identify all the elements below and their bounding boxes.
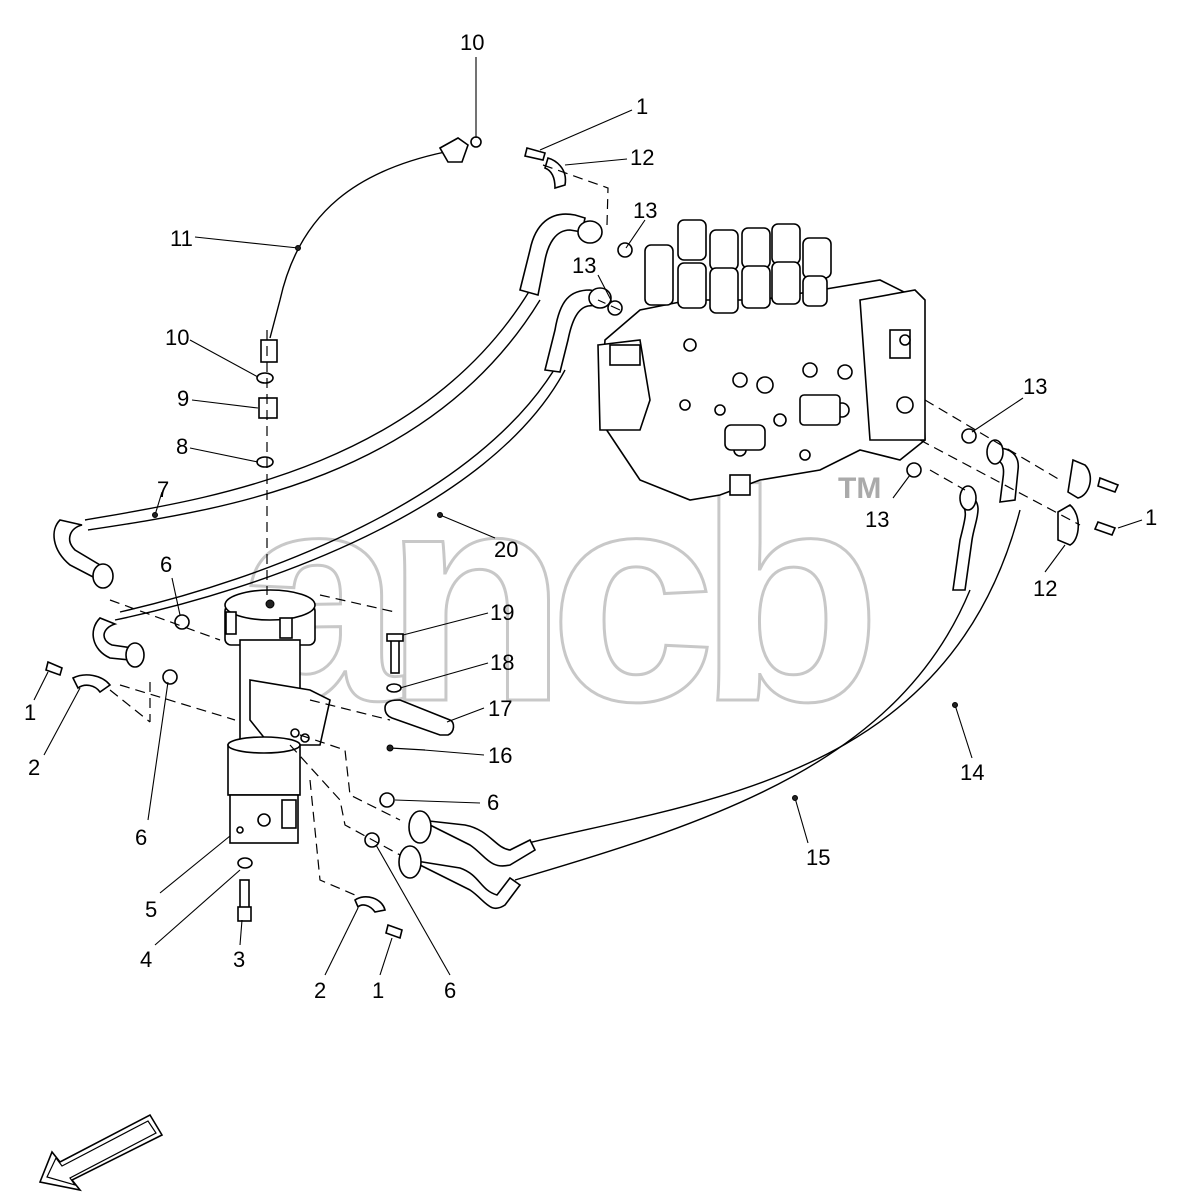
hoses (53, 151, 1021, 910)
swivel-joint-assembly (224, 589, 331, 844)
front-direction-arrow-icon (38, 1113, 164, 1192)
callout-8: 8 (176, 434, 188, 459)
callout-12: 12 (1033, 576, 1057, 601)
callout-6: 6 (135, 825, 147, 850)
callout-6: 6 (160, 552, 172, 577)
watermark-text: ancb (235, 428, 871, 764)
watermark-tm: TM (838, 472, 881, 505)
callout-3: 3 (233, 947, 245, 972)
callout-9: 9 (177, 386, 189, 411)
callout-13: 13 (865, 507, 889, 532)
callout-17: 17 (488, 696, 512, 721)
leader-lines (33, 57, 1143, 976)
callout-5: 5 (145, 897, 157, 922)
callout-13: 13 (572, 253, 596, 278)
callout-1: 1 (372, 978, 384, 1003)
watermark: ancb TM (234, 427, 891, 766)
callout-10: 10 (460, 30, 484, 55)
callouts: 10 1 12 13 11 13 10 9 8 13 7 13 1 20 6 1… (24, 30, 1157, 1003)
callout-4: 4 (140, 947, 152, 972)
assembly-lines (109, 164, 1081, 896)
callout-6: 6 (487, 790, 499, 815)
callout-1: 1 (1145, 505, 1157, 530)
callout-7: 7 (157, 477, 169, 502)
callout-15: 15 (806, 845, 830, 870)
callout-10: 10 (165, 325, 189, 350)
solenoid-stack (644, 219, 832, 314)
callout-2: 2 (314, 978, 326, 1003)
callout-6: 6 (444, 978, 456, 1003)
link-parts-16-19 (384, 633, 455, 752)
callout-12: 12 (630, 145, 654, 170)
valve-ports (679, 334, 914, 496)
callout-14: 14 (960, 760, 984, 785)
fittings-8-9-10 (256, 136, 482, 468)
callout-16: 16 (488, 743, 512, 768)
callout-2: 2 (28, 755, 40, 780)
control-valve-assembly (597, 219, 926, 501)
callout-1: 1 (24, 700, 36, 725)
bolt-washer-3-4 (237, 857, 253, 922)
clamps-and-orings (45, 147, 1120, 940)
callout-1: 1 (636, 94, 648, 119)
callout-18: 18 (490, 650, 514, 675)
callout-19: 19 (490, 600, 514, 625)
callout-13: 13 (633, 198, 657, 223)
callout-11: 11 (170, 226, 193, 251)
callout-20: 20 (494, 537, 518, 562)
callout-13: 13 (1023, 374, 1047, 399)
